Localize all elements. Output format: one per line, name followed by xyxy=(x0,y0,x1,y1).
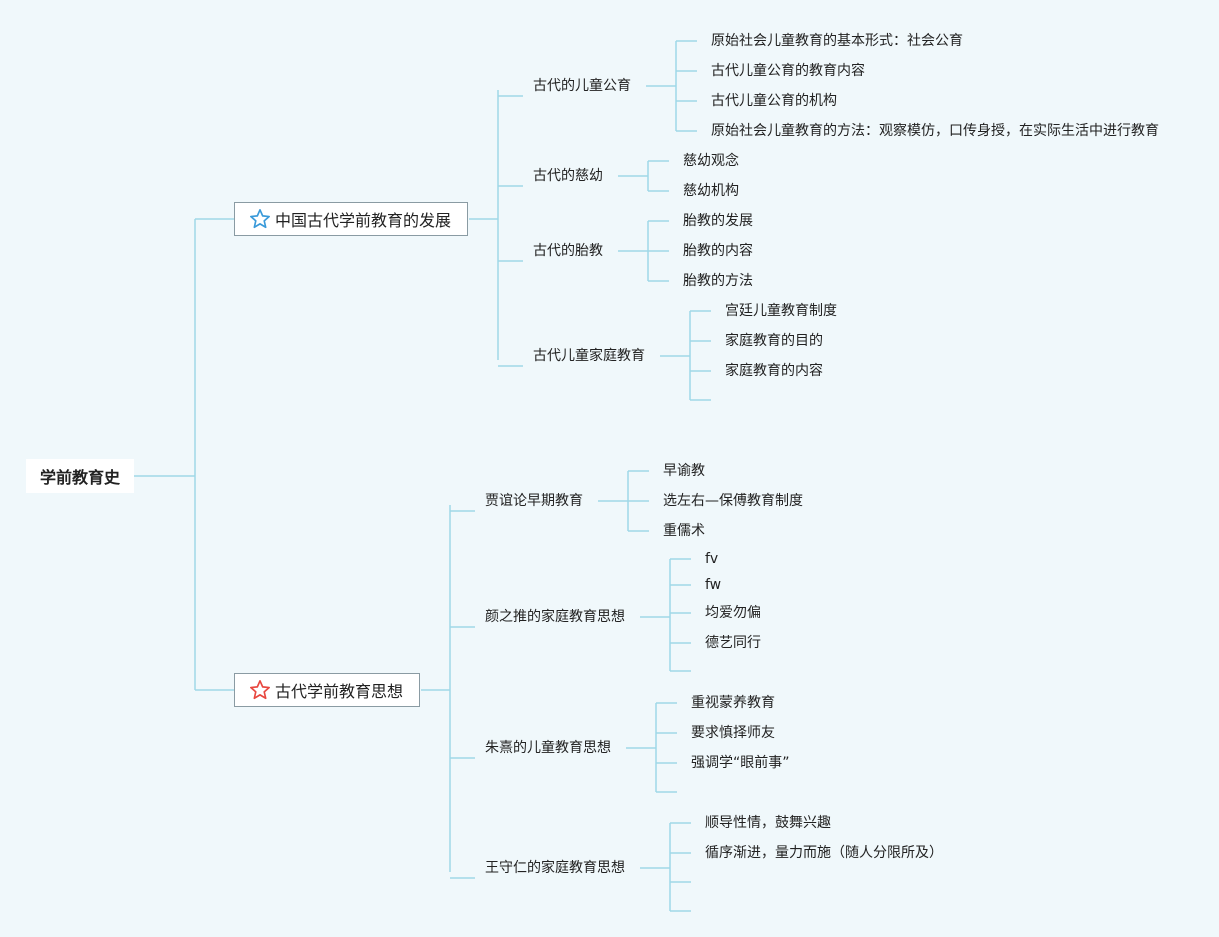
leaf-node[interactable]: 原始社会儿童教育的基本形式：社会公育 xyxy=(711,33,963,49)
leaf-node[interactable]: 循序渐进，量力而施（随人分限所及） xyxy=(705,845,943,861)
topic-node[interactable]: 古代的胎教 xyxy=(533,243,603,259)
topic-node[interactable]: 古代儿童家庭教育 xyxy=(533,348,645,364)
branch-label: 中国古代学前教育的发展 xyxy=(275,211,452,230)
leaf-node[interactable]: 重视蒙养教育 xyxy=(691,695,775,711)
leaf-node[interactable]: 古代儿童公育的教育内容 xyxy=(711,63,865,79)
topic-node[interactable]: 古代的慈幼 xyxy=(533,168,603,184)
leaf-node[interactable]: 家庭教育的内容 xyxy=(725,363,823,379)
leaf-node[interactable]: 重儒术 xyxy=(663,523,705,539)
leaf-node[interactable]: 顺导性情，鼓舞兴趣 xyxy=(705,815,831,831)
leaf-node[interactable]: 古代儿童公育的机构 xyxy=(711,93,837,109)
leaf-node[interactable]: 早谕教 xyxy=(663,463,705,479)
topic-node[interactable]: 贾谊论早期教育 xyxy=(485,493,583,509)
leaf-node[interactable]: 原始社会儿童教育的方法：观察模仿，口传身授，在实际生活中进行教育 xyxy=(711,123,1159,139)
topic-node[interactable]: 王守仁的家庭教育思想 xyxy=(485,860,625,876)
leaf-node[interactable]: 胎教的内容 xyxy=(683,243,753,259)
branch-label: 古代学前教育思想 xyxy=(275,682,404,701)
star-outline-blue-icon xyxy=(250,209,270,229)
topic-node[interactable]: 颜之推的家庭教育思想 xyxy=(485,609,625,625)
leaf-node[interactable]: 要求慎择师友 xyxy=(691,725,775,741)
leaf-node[interactable]: 胎教的发展 xyxy=(683,213,753,229)
leaf-node[interactable]: 强调学“眼前事” xyxy=(691,755,790,771)
leaf-node[interactable]: 选左右—保傅教育制度 xyxy=(663,493,803,509)
leaf-node[interactable]: 胎教的方法 xyxy=(683,273,753,289)
leaf-node[interactable]: 慈幼观念 xyxy=(683,153,739,169)
leaf-node[interactable]: 德艺同行 xyxy=(705,635,761,651)
leaf-node[interactable]: fw xyxy=(705,577,722,593)
leaf-node[interactable]: 宫廷儿童教育制度 xyxy=(725,303,837,319)
root-node[interactable]: 学前教育史 xyxy=(26,459,134,493)
star-outline-red-icon xyxy=(250,680,270,700)
leaf-node[interactable]: 慈幼机构 xyxy=(683,183,739,199)
leaf-node[interactable]: 均爱勿偏 xyxy=(705,605,761,621)
branch-china-ancient-development[interactable]: 中国古代学前教育的发展 xyxy=(234,202,468,236)
leaf-node[interactable]: fv xyxy=(705,551,719,567)
leaf-node[interactable]: 家庭教育的目的 xyxy=(725,333,823,349)
branch-ancient-thought[interactable]: 古代学前教育思想 xyxy=(234,673,420,707)
topic-node[interactable]: 古代的儿童公育 xyxy=(533,78,631,94)
topic-node[interactable]: 朱熹的儿童教育思想 xyxy=(485,740,611,756)
